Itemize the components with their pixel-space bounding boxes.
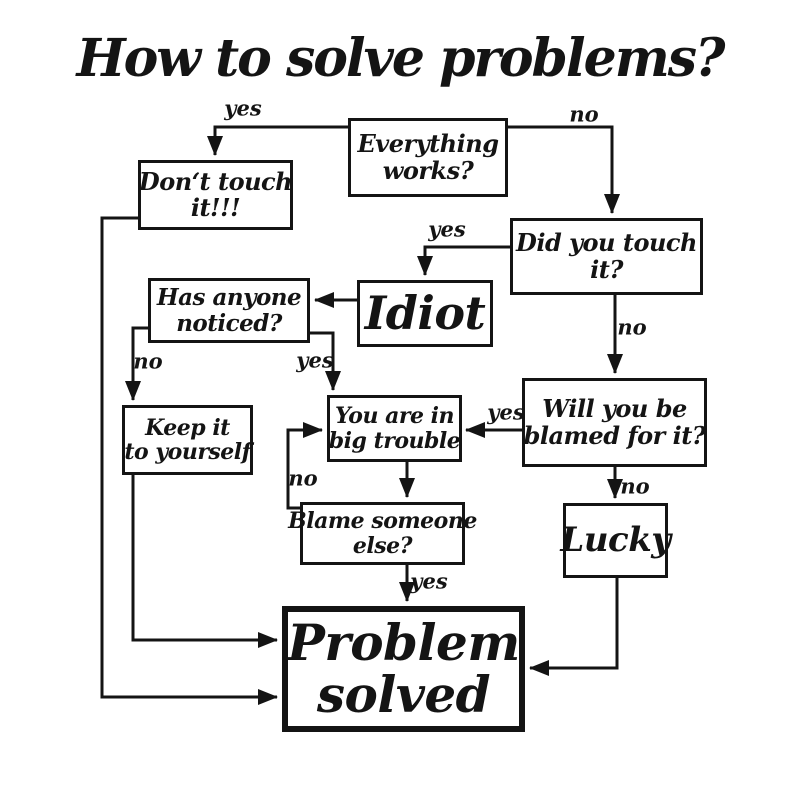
node-label: You are in [335,403,454,430]
node-label: solved [316,665,491,724]
node-label: big trouble [328,427,461,454]
edge-label-no: no [620,473,650,499]
page-title: How to solve problems? [76,28,725,89]
node-label: Don‘t touch [138,166,293,196]
node-label: works? [382,155,474,185]
edge-label-no: no [569,101,599,127]
edge-did-touch-yes-idiot [417,245,510,276]
edge-blame-no-big-trouble-loop [286,422,323,510]
node-dont-touch-it: Don‘t touch it!!! [138,160,293,230]
edge-label-yes: yes [487,399,525,425]
node-label: Problem [287,612,520,672]
node-label: it? [590,254,623,284]
node-label: noticed? [176,309,282,337]
node-label: Has anyone [156,284,302,312]
node-label: Did you touch [516,228,697,258]
edge-label-no: no [133,348,163,374]
node-everything-works: Everything works? [348,118,508,197]
node-label: Keep it [145,414,230,441]
edge-dont-touch-problem-solved [100,216,278,705]
edge-noticed-yes-big-trouble [310,331,341,391]
node-label: Will you be [542,394,687,424]
node-did-you-touch-it: Did you touch it? [510,218,703,295]
edge-keep-it-problem-solved [131,475,278,648]
node-label: Blame someone [288,508,477,535]
node-label: blamed for it? [523,420,706,450]
edge-noticed-no-keep-it [125,326,148,401]
edge-label-no: no [288,465,318,491]
node-blame-someone-else: Blame someone else? [288,502,477,565]
node-label: Lucky [560,519,671,560]
node-label: else? [352,532,413,559]
node-label: to yourself [124,439,251,465]
edge-everything-no-did-touch [508,125,620,214]
edge-label-yes: yes [296,347,334,373]
node-you-are-in-big-trouble: You are in big trouble [327,395,462,462]
node-lucky: Lucky [560,503,671,578]
edge-lucky-problem-solved [529,578,619,676]
node-has-anyone-noticed: Has anyone noticed? [148,278,310,343]
edge-everything-yes-dont-touch [207,125,348,156]
edge-label-yes: yes [410,568,448,594]
node-label: it!!! [190,193,241,222]
edge-label-yes: yes [224,95,262,121]
node-label: Everything [357,129,499,159]
node-label: Idiot [364,286,486,341]
node-keep-it-to-yourself: Keep it to yourself [122,405,253,475]
node-problem-solved: Problem solved [282,606,525,732]
edge-label-yes: yes [428,216,466,242]
node-idiot: Idiot [357,280,493,347]
edge-label-no: no [617,314,647,340]
node-will-you-be-blamed: Will you be blamed for it? [522,378,707,467]
